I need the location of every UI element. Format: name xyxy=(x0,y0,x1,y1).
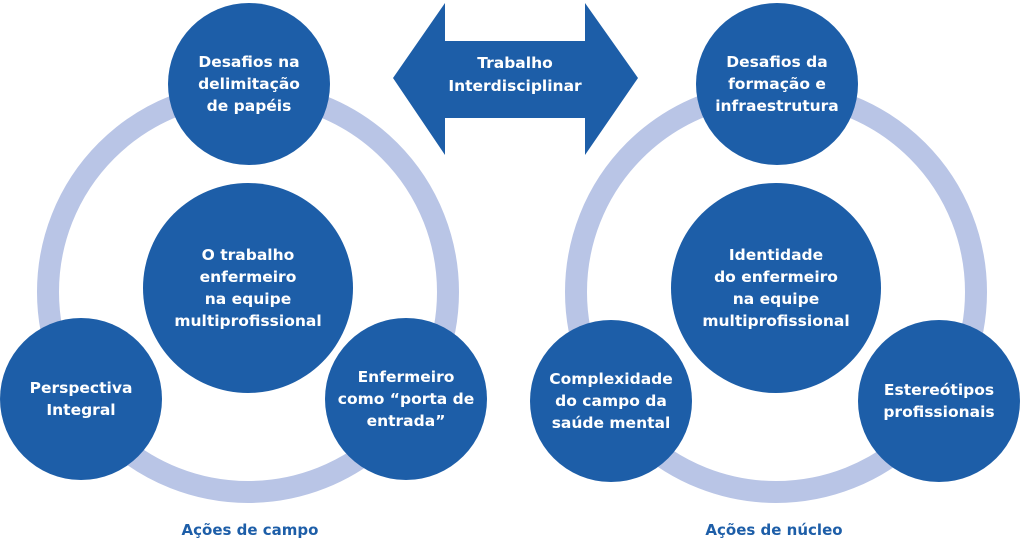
right-caption: Ações de núcleo xyxy=(705,521,843,539)
right-center-node: Identidade do enfermeiro na equipe multi… xyxy=(671,183,881,393)
double-arrow xyxy=(393,3,638,155)
left-caption: Ações de campo xyxy=(181,521,319,539)
right-bottom-left-node: Complexidade do campo da saúde mental xyxy=(530,320,692,482)
left-center-node: O trabalho enfermeiro na equipe multipro… xyxy=(143,183,353,393)
right-bottom-right-node: Estereótipos profissionais xyxy=(858,320,1020,482)
left-bottom-right-node: Enfermeiro como “porta de entrada” xyxy=(325,318,487,480)
arrow-label: Trabalho Interdisciplinar xyxy=(448,54,582,95)
left-bottom-left-node: Perspectiva Integral xyxy=(0,318,162,480)
right-top-node: Desafios da formação e infraestrutura xyxy=(696,3,858,165)
left-top-node: Desafios na delimitação de papéis xyxy=(168,3,330,165)
